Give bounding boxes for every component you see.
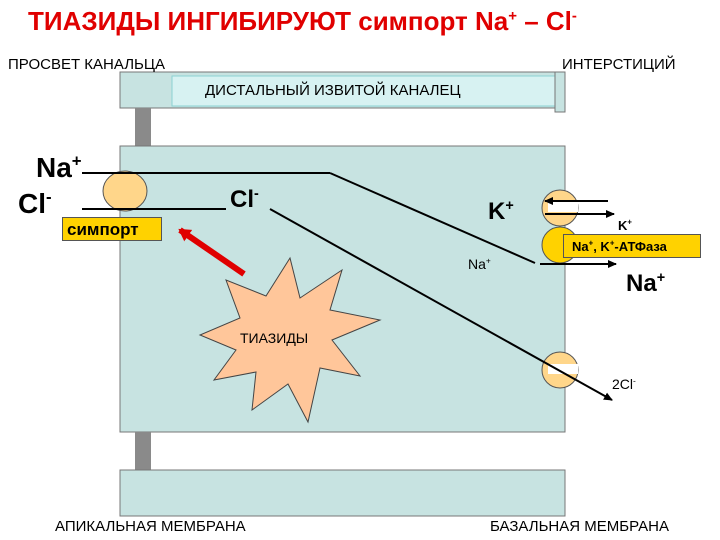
na-lumen-label: Na+	[36, 151, 82, 183]
cl-cell-label: Cl-	[230, 186, 259, 213]
k-out-label: K+	[618, 217, 632, 233]
basal-label: БАЗАЛЬНАЯ МЕМБРАНА	[490, 518, 669, 535]
thiazide-label: ТИАЗИДЫ	[240, 330, 309, 346]
page-title: ТИАЗИДЫ ИНГИБИРУЮТ симпорт Na+ – Cl-	[28, 6, 577, 36]
thiazide-starburst	[198, 256, 382, 424]
cl-lumen-label: Cl-	[18, 187, 52, 219]
symport-label: симпорт	[67, 220, 139, 239]
main-cell	[119, 145, 566, 433]
tight-junction-top	[135, 108, 151, 146]
interstitium-label: ИНТЕРСТИЦИЙ	[562, 56, 676, 73]
atpase-box: Na+, K+-АТФаза	[563, 234, 701, 258]
basal-rail-top	[554, 71, 566, 113]
na-out-label: Na+	[626, 270, 666, 297]
na-cell-label: Na+	[468, 255, 491, 272]
tubule-label-box	[171, 75, 559, 107]
na-diag	[329, 172, 536, 264]
cl-out-label: 2Cl-	[612, 375, 636, 392]
tight-junction-bottom	[135, 432, 151, 470]
cl-diag	[269, 208, 613, 401]
apical-label: АПИКАЛЬНАЯ МЕМБРАНА	[55, 518, 246, 535]
symporter-circle	[102, 170, 148, 212]
symport-box: симпорт	[62, 217, 162, 241]
k-cell-label: K+	[488, 198, 514, 225]
inhibition-arrow	[178, 227, 246, 277]
lumen-label: ПРОСВЕТ КАНАЛЬЦА	[8, 56, 165, 73]
lower-cell	[119, 469, 566, 517]
tubule-label: ДИСТАЛЬНЫЙ ИЗВИТОЙ КАНАЛЕЦ	[205, 82, 461, 99]
atpase-label: Na+, K+-АТФаза	[572, 238, 667, 254]
